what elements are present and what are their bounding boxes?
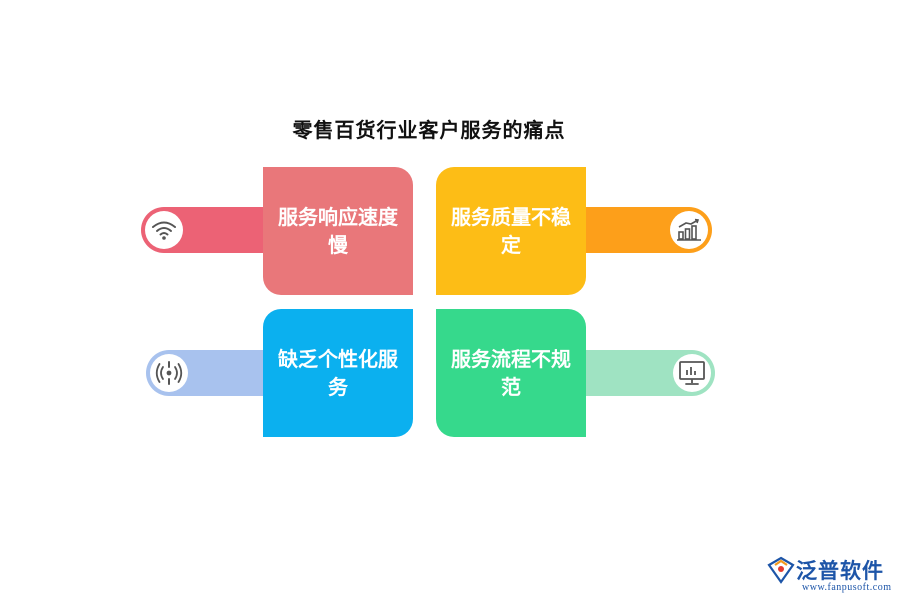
bar-chart-icon bbox=[670, 211, 708, 249]
connector-pill-4 bbox=[580, 350, 715, 396]
pain-point-label-3: 缺乏个性化服务 bbox=[278, 347, 398, 399]
wifi-icon bbox=[145, 211, 183, 249]
monitor-icon bbox=[673, 354, 711, 392]
connector-pill-3 bbox=[146, 350, 271, 396]
pain-point-card-1: 服务响应速度慢 bbox=[263, 167, 413, 295]
connector-pill-2 bbox=[580, 207, 712, 253]
connector-pill-1 bbox=[141, 207, 271, 253]
logo-name: 泛普软件 bbox=[796, 559, 884, 583]
diagram-title: 零售百货行业客户服务的痛点 bbox=[292, 118, 566, 142]
pain-point-label-2: 服务质量不稳定 bbox=[451, 205, 571, 257]
pain-point-card-2: 服务质量不稳定 bbox=[436, 167, 586, 295]
pain-point-label-4: 服务流程不规范 bbox=[451, 347, 571, 399]
pain-point-label-1: 服务响应速度慢 bbox=[278, 205, 398, 257]
logo-url: www.fanpusoft.com bbox=[802, 582, 892, 593]
pain-point-card-4: 服务流程不规范 bbox=[436, 309, 586, 437]
logo-mark-icon bbox=[767, 556, 795, 584]
pain-point-card-3: 缺乏个性化服务 bbox=[263, 309, 413, 437]
signal-icon bbox=[150, 354, 188, 392]
brand-logo: 泛普软件 www.fanpusoft.com bbox=[766, 553, 896, 597]
